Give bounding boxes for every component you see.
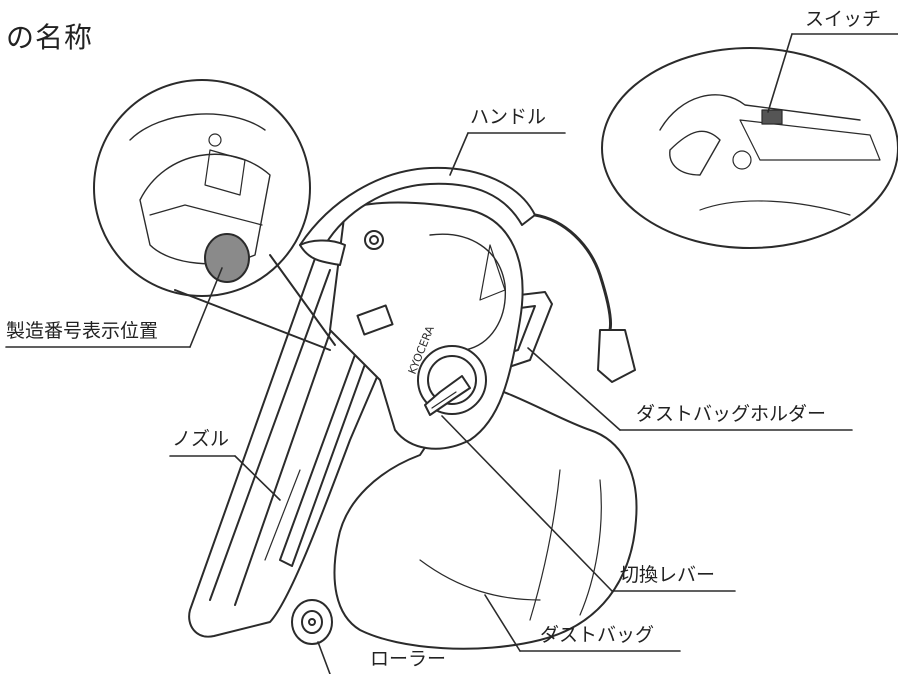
label-dust-bag: ダストバッグ [540,624,655,646]
dust-bag-shape [333,379,638,650]
power-cord-shape [533,213,636,383]
serial-number-inset [93,79,336,351]
label-nozzle: ノズル [172,428,230,450]
label-handle: ハンドル [470,106,547,128]
label-serial-position: 製造番号表示位置 [6,320,159,342]
page-title: の名称 [6,21,94,54]
label-roller: ローラー [370,648,447,670]
label-dust-bag-holder: ダストバッグホルダー [636,403,827,425]
roller-shape [291,599,333,645]
label-switch: スイッチ [805,8,882,30]
selector-dial-shape [417,345,487,416]
callout-lines [5,33,898,674]
label-switch-lever: 切換レバー [620,564,716,586]
switch-inset [601,47,898,249]
